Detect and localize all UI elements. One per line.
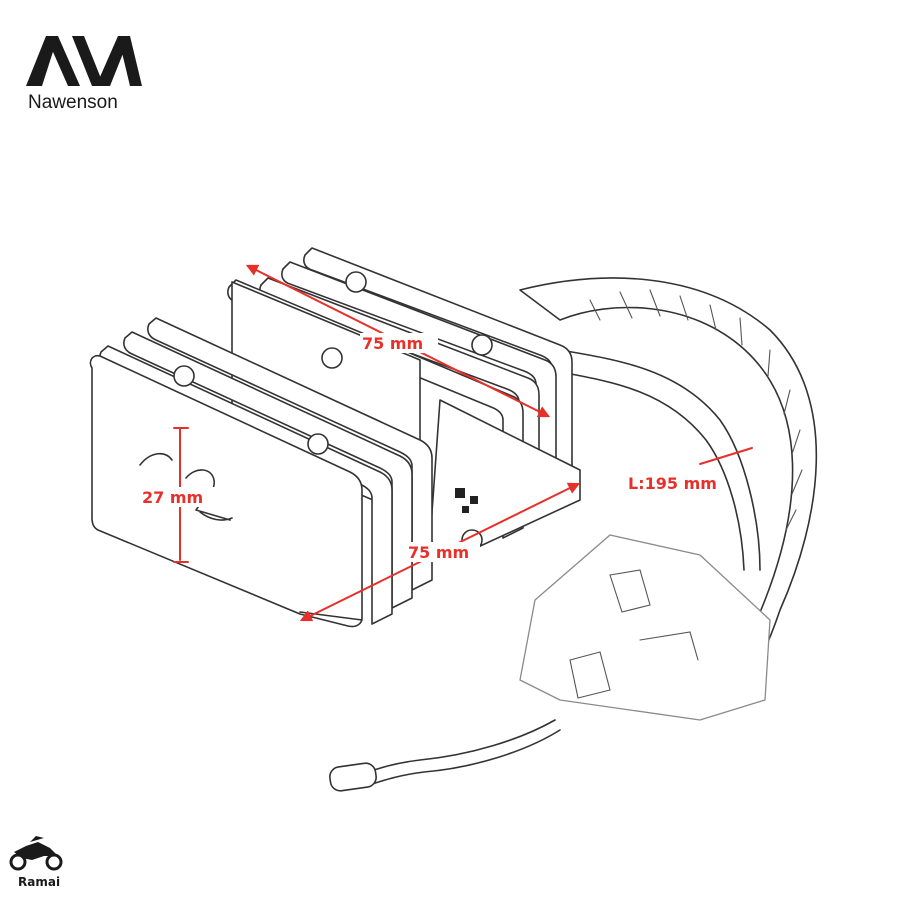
dimension-height: 27 mm: [140, 427, 216, 563]
dimension-top: 75 mm: [245, 264, 551, 418]
cable-length-label: L:195 mm: [628, 474, 717, 493]
footer-label: Ramai: [18, 875, 60, 889]
brand-name: Nawenson: [28, 92, 118, 113]
cable: [329, 277, 818, 792]
dimension-cable: L:195 mm: [628, 447, 753, 493]
front-length-label: 75 mm: [408, 543, 469, 562]
top-length-label: 75 mm: [362, 334, 423, 353]
dimension-front: 75 mm: [299, 482, 581, 622]
motorcycle-icon: [9, 836, 63, 871]
height-label: 27 mm: [142, 488, 203, 507]
nawenson-logo-icon: [26, 36, 142, 86]
